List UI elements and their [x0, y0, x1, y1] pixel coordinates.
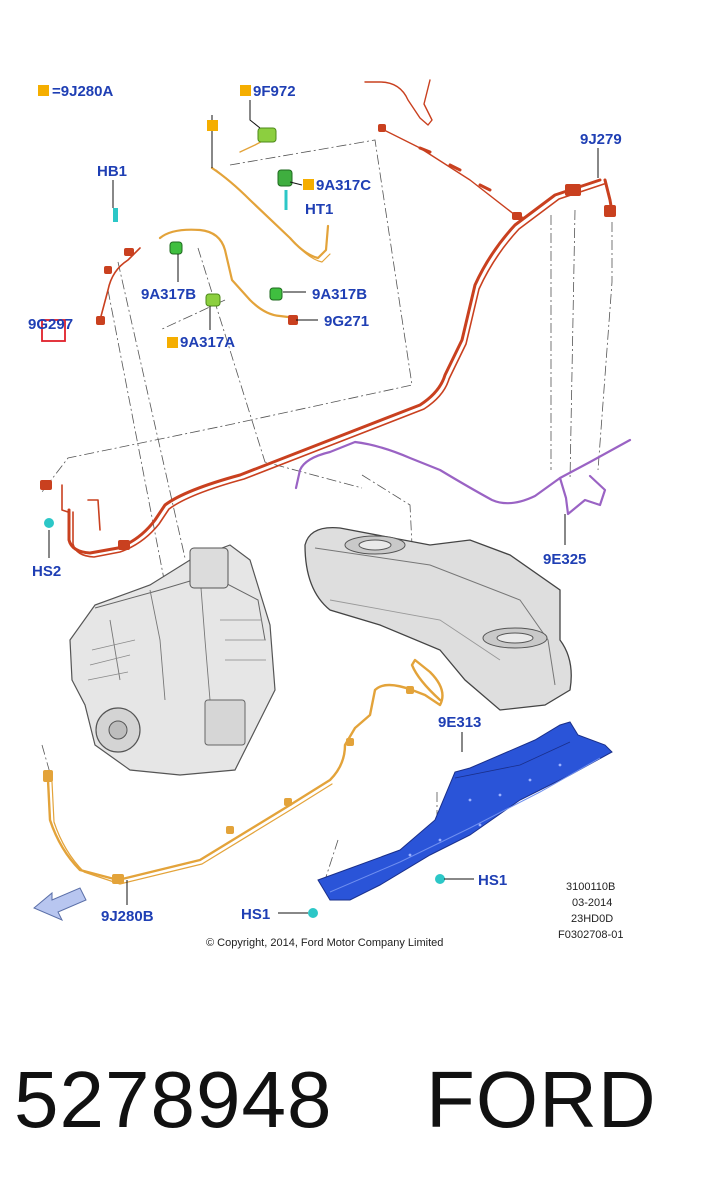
marker-9A317A-icon — [167, 337, 178, 348]
fuel-tank-illustration — [304, 526, 572, 711]
clip-parts — [44, 127, 445, 918]
highlight-box — [41, 319, 66, 342]
clip-HB1-icon — [113, 208, 118, 222]
heat-shield-illustration — [317, 721, 613, 901]
clip-9A317A-icon — [205, 293, 221, 307]
orange-markers — [38, 85, 314, 348]
clip-HS1-right-icon — [435, 874, 445, 884]
clip-9A317B-left-icon — [169, 241, 183, 255]
clip-HS1-bottom-icon — [308, 908, 318, 918]
leader-lines — [41, 139, 613, 881]
legend-text: =9J280A — [52, 83, 113, 100]
info-block: 3100110B 03-2014 23HD0D F0302708-01 — [558, 881, 623, 941]
clip-HS2-icon — [44, 518, 54, 528]
label-9G297: 9G297 — [28, 316, 73, 333]
label-HS1-bottom: HS1 — [241, 906, 270, 923]
brand-name: FORD — [426, 1055, 657, 1144]
info-line: 23HD0D — [571, 913, 613, 925]
label-9A317B-left: 9A317B — [141, 286, 196, 303]
label-9A317C: 9A317C — [316, 177, 371, 194]
label-9J280B: 9J280B — [101, 908, 154, 925]
label-9G271: 9G271 — [324, 313, 369, 330]
clip-9A317B-right-icon — [269, 287, 283, 301]
engine-illustration — [69, 544, 276, 776]
clip-9G271-icon — [288, 315, 298, 325]
label-9E325: 9E325 — [543, 551, 586, 568]
fuel-line-red-fittings — [40, 124, 616, 550]
marker-unlabeled-icon — [207, 120, 218, 131]
copyright-text: © Copyright, 2014, Ford Motor Company Li… — [206, 937, 443, 949]
legend-marker-icon — [38, 85, 49, 96]
label-9F972: 9F972 — [253, 83, 296, 100]
label-HB1: HB1 — [97, 163, 127, 180]
label-HT1: HT1 — [305, 201, 333, 218]
front-direction-arrow-icon — [33, 887, 87, 921]
label-HS2: HS2 — [32, 563, 61, 580]
label-9A317B-right: 9A317B — [312, 286, 367, 303]
marker-9A317C-icon — [303, 179, 314, 190]
label-HS1-right: HS1 — [478, 872, 507, 889]
clip-9F972-icon — [257, 127, 277, 143]
part-number: 5278948 — [14, 1055, 333, 1144]
fuel-line-purple — [294, 438, 632, 516]
info-line: 03-2014 — [572, 897, 612, 909]
marker-9F972-icon — [240, 85, 251, 96]
label-9A317A: 9A317A — [180, 334, 235, 351]
fuel-line-orange-lower — [46, 658, 444, 885]
orange-clips — [43, 686, 414, 884]
label-9J279: 9J279 — [580, 131, 622, 148]
clip-9A317C-icon — [277, 169, 293, 187]
parts-diagram: =9J280A 9F972 9A317C HT1 HB1 9J279 9A317… — [28, 79, 632, 949]
label-9E313: 9E313 — [438, 714, 481, 731]
info-line: F0302708-01 — [558, 929, 623, 941]
info-line: 3100110B — [566, 881, 615, 893]
